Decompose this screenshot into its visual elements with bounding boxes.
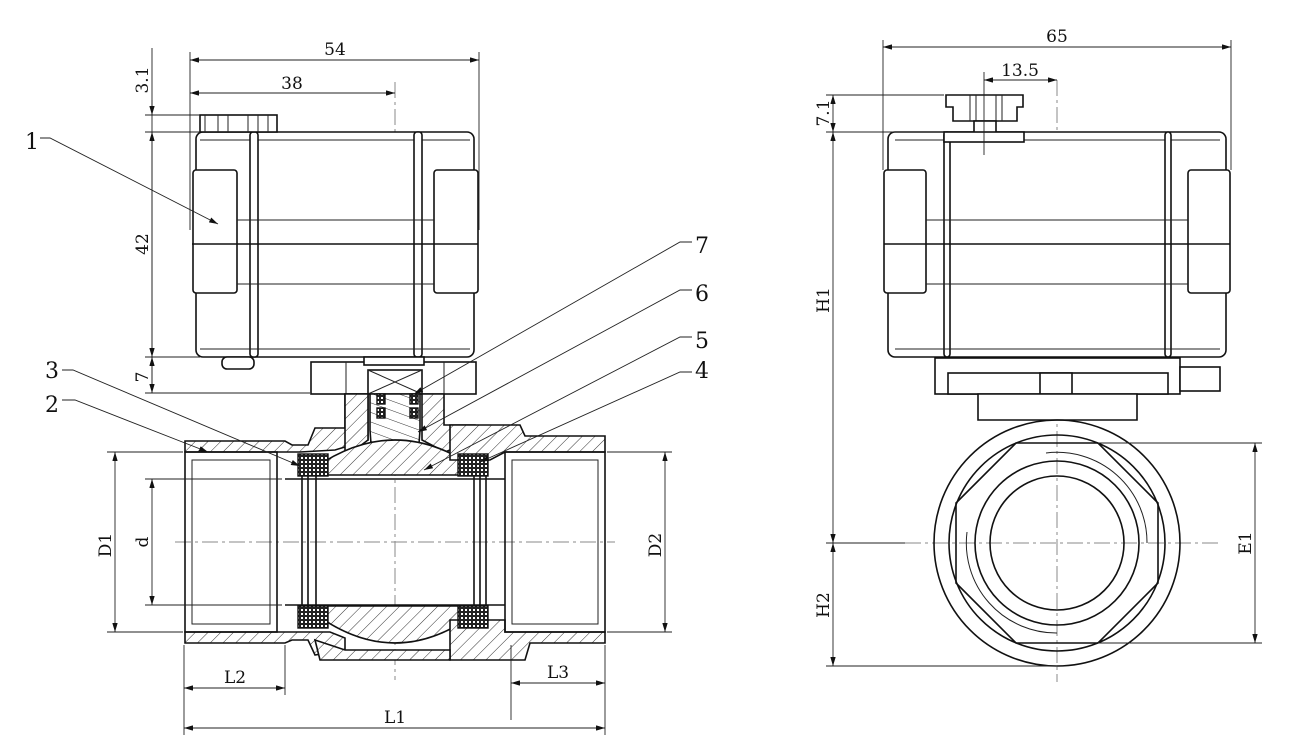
dim-overall-l1: L1 bbox=[384, 708, 406, 728]
dim-thread-l2: L2 bbox=[224, 668, 246, 688]
dimensions-side: 54 38 3.1 42 7 D1 d bbox=[96, 40, 672, 735]
dim-end-knob-height: 7.1 bbox=[814, 99, 834, 126]
end-view: 65 13.5 7.1 H1 H2 E1 bbox=[814, 27, 1262, 682]
dim-port-d2: D2 bbox=[646, 533, 666, 557]
dim-overall-width: 54 bbox=[324, 40, 346, 60]
dim-knob-height: 3.1 bbox=[133, 66, 153, 93]
callout-2: 2 bbox=[45, 393, 59, 418]
callout-6: 6 bbox=[695, 282, 709, 307]
callout-1: 1 bbox=[25, 130, 39, 155]
callout-7: 7 bbox=[695, 234, 709, 259]
manual-knob bbox=[199, 114, 278, 133]
end-port-circles bbox=[933, 419, 1181, 667]
dim-bore-d: d bbox=[133, 536, 153, 547]
dim-actuator-height: 42 bbox=[133, 233, 153, 255]
callout-5: 5 bbox=[695, 329, 709, 354]
end-actuator-housing bbox=[883, 131, 1231, 358]
dim-bracket-height: 7 bbox=[133, 372, 153, 383]
mounting-bracket bbox=[310, 356, 477, 395]
dim-hex-e1: E1 bbox=[1236, 531, 1256, 554]
dim-height-h2: H2 bbox=[814, 592, 834, 618]
dim-port-d1: D1 bbox=[96, 533, 116, 557]
dim-end-width: 65 bbox=[1046, 27, 1068, 47]
actuator-housing bbox=[192, 131, 479, 370]
end-mounting-bracket bbox=[934, 357, 1221, 421]
callout-4: 4 bbox=[695, 359, 709, 384]
bore bbox=[184, 451, 606, 633]
dim-thread-l3: L3 bbox=[547, 663, 569, 683]
dim-height-h1: H1 bbox=[814, 287, 834, 313]
side-section-view: 54 38 3.1 42 7 D1 d bbox=[25, 40, 709, 735]
dimensions-end: 65 13.5 7.1 H1 H2 E1 bbox=[814, 27, 1262, 667]
callout-3: 3 bbox=[45, 359, 59, 384]
part-callouts: 1 3 2 7 6 5 4 bbox=[25, 130, 709, 471]
dim-knob-offset: 13.5 bbox=[1001, 61, 1039, 81]
dim-actuator-offset: 38 bbox=[281, 74, 303, 94]
